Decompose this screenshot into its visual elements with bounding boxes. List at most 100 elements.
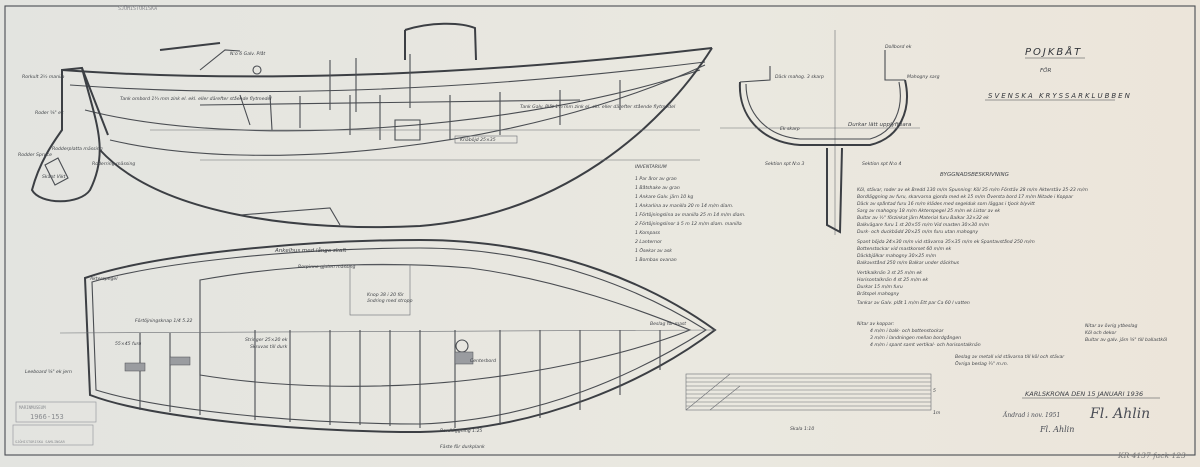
section3-label: Sektion spt N:o 3 xyxy=(765,161,804,167)
sheet-border xyxy=(4,5,1196,456)
text-line: Bultar av ½" förzinkat järn Material fur… xyxy=(857,214,989,221)
drawing-line xyxy=(44,157,69,186)
section4-label: Sektion spt N:o 4 xyxy=(862,161,901,167)
drawing-line xyxy=(124,362,146,372)
text-line: Durkar 15 m/m furu xyxy=(857,284,903,290)
text-line: Durk- och duckbädd 20×25 m/m furu utan m… xyxy=(857,229,978,235)
inventory-item: 2 Lanternor xyxy=(635,239,663,245)
text-line: Horisontalknän 4 st 25 m/m ek xyxy=(857,277,928,283)
amended-note: Ändrad i nov. 1951 xyxy=(1002,412,1060,419)
text-line: Övriga beslag ¼" m.m. xyxy=(955,360,1008,367)
scale-label: Skala 1:10 xyxy=(790,426,814,432)
text-line: Bordläggning av furu, skarvarna gjorda m… xyxy=(857,193,1074,200)
rudder-sheet-label: Skänt Vikt xyxy=(42,174,66,180)
rudder-bolt-label: Roder ⅝" ek xyxy=(35,110,64,116)
text-line: Balkvägare furu 1 st 20×55 m/m Vid maste… xyxy=(857,222,990,228)
rudder-head-label: Rorkult 3½ manila xyxy=(22,73,65,80)
drawing-line xyxy=(12,424,94,446)
fwd2-label: ändring med stropp xyxy=(367,298,413,304)
section-note1: Däck mahog. 3 skarp xyxy=(775,74,824,80)
text-line: Köl, stävar, roder av ek Bredd 130 m/m S… xyxy=(857,187,1088,193)
drawing-line xyxy=(199,99,581,106)
text-line: 1966-153 xyxy=(30,413,64,421)
inventory-item: 1 Förtöjningslina av manilla 25 m 14 m/m… xyxy=(635,212,746,218)
winch-icon xyxy=(252,65,262,75)
text-line: Tankar av Galv. plåt 1 m/m Ett par Ca 60… xyxy=(857,299,970,306)
text-line: Köl och dekor xyxy=(1085,330,1117,336)
title-line2: FÖR xyxy=(1040,67,1051,74)
text-line: Balkavstånd 250 m/m Balkar under däckhus xyxy=(857,259,960,266)
plan-view: Ankelhus med långa skaft Förtöjningsknap… xyxy=(25,238,717,450)
text-line: Brätspel mahogny xyxy=(857,291,899,297)
text-line: 4 m/m i spant samt vertikal- och horison… xyxy=(870,342,981,348)
tank-fwd-label: Tank Galv. Plåt 1¾ mm zink el. ekl. elle… xyxy=(520,103,676,110)
inventory-item: 1 Par åror av gran xyxy=(635,175,677,182)
drawing-line xyxy=(81,67,109,136)
section-keel xyxy=(826,147,843,234)
drawing-line xyxy=(739,50,905,83)
scale-top-label: 5 xyxy=(933,388,936,394)
text-line: Sarg av mahogny 18 m/m Akterspegel 25 m/… xyxy=(857,208,1000,214)
text-line: Bottenstockar vid mastkorset 60 m/m ek xyxy=(857,246,951,252)
drawing-line xyxy=(199,49,241,71)
title-line1: POJKBÅT xyxy=(1025,45,1082,58)
drawing-line xyxy=(59,329,716,334)
inventory-item: 1 Kompass xyxy=(635,230,661,236)
leeboard-label: Leeboard ⅝" ek jern xyxy=(25,369,72,375)
title-block: POJKBÅT FÖR SVENSKA KRYSSARKLUBBEN xyxy=(985,45,1130,101)
drawing-line xyxy=(15,401,97,423)
section-note3: Mahogny sarg xyxy=(907,74,940,80)
tank-aft-label: Tank ombord 1¾ mm zink el. ekl. eller dä… xyxy=(120,95,272,102)
mast-step-label: N:o 6 Galv. Plåt xyxy=(230,50,265,57)
inventory-item: 2 Förtöjningslinor à 5 m 12 m/m diam. ma… xyxy=(635,220,742,227)
drawing-line xyxy=(685,373,741,411)
drawing-line xyxy=(686,377,931,407)
inventory-item: 1 Båtshake av gran xyxy=(635,184,680,191)
text-line: Däck av spåntad furu 16 m/m klädes med s… xyxy=(857,200,1035,207)
text-line: Däckbjälkar mahogny 30×25 m/m xyxy=(857,253,937,259)
museum-stamp: MARINMUSEUM 1966-153 SJÖHISTORISKA SAMLI… xyxy=(12,401,97,446)
text-line: Vertikalknän 3 st 25 m/m ek xyxy=(857,270,922,276)
scale-bar: 5 1m Skala 1:10 xyxy=(685,373,941,432)
rudder-plate-label: Rodderplatta mässing xyxy=(52,146,103,152)
text-line: SJÖHISTORISKA SAMLINGAR xyxy=(15,439,66,444)
centerboard-icon xyxy=(455,339,469,353)
footer: KARLSKRONA DEN 15 JANUARI 1936 Ändrad i … xyxy=(1002,390,1186,460)
waterline-hull xyxy=(84,69,701,132)
text-line: Nitar av koppar: xyxy=(857,321,895,327)
text-line: 4 m/m i balk- och bottenstockar xyxy=(870,328,945,334)
top-note: SJÖHISTORISKA xyxy=(118,5,157,12)
drawing-line xyxy=(404,22,477,61)
section-hull xyxy=(738,79,908,146)
drawing-line xyxy=(159,42,221,51)
plan-heading-label: Ankelhus med långa skaft xyxy=(274,247,347,254)
rudder-ring-label: Roderring mässing xyxy=(92,161,135,167)
rudder xyxy=(30,66,101,203)
inventory-item: 1 Ankare Galv. järn 10 kg xyxy=(635,194,693,200)
drawing-line xyxy=(139,330,661,428)
inventory-item: 1 Bombax ovanan xyxy=(635,257,677,263)
drawing-line xyxy=(329,54,411,112)
drawing-line xyxy=(169,356,191,366)
text-line: Spant böjda 24×30 m/m vid stävarna 35×35… xyxy=(857,238,1035,245)
drawing-line xyxy=(69,61,706,93)
bow-fitting-label: Beslag för mast xyxy=(650,321,686,327)
spec-heading: BYGGNADSBESKRIVNING xyxy=(940,172,1009,178)
text-line: Bultar av galv. järn ⅝" till ballastköl xyxy=(1085,337,1168,343)
scale-end-label: 1m xyxy=(933,410,941,416)
frame-label: 55×45 furu xyxy=(115,341,141,347)
rudder-blade-label: Rodder Spruce xyxy=(18,152,52,158)
drawing-line xyxy=(349,264,411,316)
inventory-item: 1 Ankarlina av manilla 20 m 14 m/m diam. xyxy=(635,203,733,209)
profile-view: Knäböjd 25×35 Rorkult 3½ manila Roder ⅝"… xyxy=(18,22,713,229)
section-note4: Ek skarp xyxy=(780,126,800,132)
bottom-note-label: Bordläggning 1:25 xyxy=(440,428,483,434)
drawing-line xyxy=(685,373,932,411)
place-date: KARLSKRONA DEN 15 JANUARI 1936 xyxy=(1025,390,1143,398)
bottom-note2-label: Fäste för durkplank xyxy=(440,444,485,450)
drawing-line xyxy=(454,351,474,365)
text-line: 3 m/m i landningen mellan bordgången xyxy=(870,334,961,341)
stringer2-label: Skruvas till durk xyxy=(250,344,288,350)
